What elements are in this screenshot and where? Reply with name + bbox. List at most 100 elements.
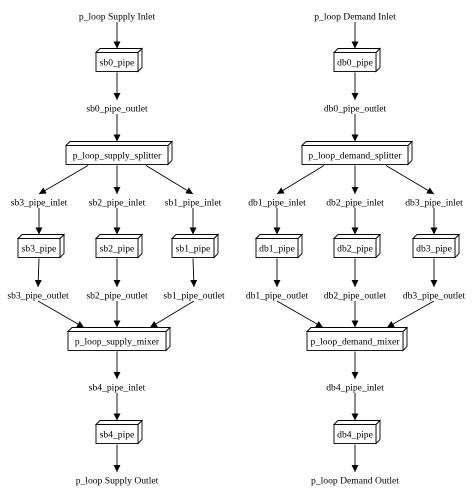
box-front-face [333, 52, 377, 72]
box-front-face [65, 145, 169, 165]
node-label: db4_pipe [337, 430, 373, 441]
box-front-face [412, 238, 456, 258]
port-node: sb4_pipe_inlet [89, 383, 146, 394]
flow-edge [276, 165, 325, 195]
port-node: db2_pipe_inlet [326, 198, 384, 209]
node-label: sb1_pipe [176, 244, 211, 255]
box-top-face [64, 141, 174, 146]
port-node: p_loop Demand Outlet [311, 476, 399, 487]
component-node: db0_pipe [332, 47, 382, 73]
node-label: db2_pipe_inlet [326, 198, 384, 209]
port-node: db0_pipe_outlet [324, 104, 387, 115]
nodes-layer: p_loop Supply Inlet sb0_pipe sb0_pipe_outl… [7, 12, 465, 487]
node-label: p_loop Demand Outlet [311, 476, 399, 487]
component-node: p_loop_demand_mixer [305, 326, 409, 352]
box-top-face [16, 234, 66, 239]
node-label: db2_pipe_outlet [324, 291, 387, 302]
box-front-face [67, 331, 167, 351]
port-node: sb1_pipe_inlet [165, 198, 222, 209]
port-node: db1_pipe_outlet [246, 291, 309, 302]
flow-edge [386, 300, 435, 328]
node-label: db3_pipe_inlet [405, 198, 463, 209]
flow-edge [276, 300, 324, 328]
flow-edge [145, 165, 194, 195]
node-label: p_loop_supply_splitter [73, 151, 162, 162]
component-node: db1_pipe [254, 233, 304, 259]
node-label: db1_pipe_outlet [246, 291, 309, 302]
box-top-face [94, 420, 144, 425]
node-label: sb3_pipe_inlet [11, 198, 68, 209]
box-top-face [170, 234, 220, 239]
flow-edge [37, 300, 85, 328]
box-front-face [95, 238, 139, 258]
node-label: sb2_pipe_inlet [89, 198, 146, 209]
component-node: sb1_pipe [170, 233, 220, 259]
box-top-face [66, 327, 172, 332]
box-top-face [332, 420, 382, 425]
port-node: p_loop Supply Inlet [79, 12, 156, 23]
port-node: sb1_pipe_outlet [163, 291, 225, 302]
box-front-face [301, 145, 409, 165]
node-label: db1_pipe [259, 244, 295, 255]
component-node: db3_pipe [411, 233, 461, 259]
box-top-face [305, 327, 409, 332]
node-label: p_loop Supply Outlet [76, 476, 159, 487]
box-front-face [255, 238, 299, 258]
node-label: db0_pipe [337, 58, 373, 69]
node-label: sb0_pipe [100, 58, 135, 69]
node-label: sb0_pipe_outlet [86, 104, 148, 115]
node-label: sb1_pipe_inlet [165, 198, 222, 209]
component-node: p_loop_supply_splitter [64, 140, 174, 166]
box-front-face [95, 424, 139, 444]
box-front-face [171, 238, 215, 258]
node-label: sb2_pipe [100, 244, 135, 255]
box-front-face [333, 238, 377, 258]
node-label: db3_pipe_outlet [403, 291, 466, 302]
flow-edge [149, 300, 195, 328]
box-front-face [95, 52, 139, 72]
node-label: sb3_pipe_outlet [7, 291, 69, 302]
component-node: p_loop_demand_splitter [300, 140, 414, 166]
component-node: sb4_pipe [94, 419, 144, 445]
box-front-face [17, 238, 61, 258]
box-top-face [94, 234, 144, 239]
node-label: sb3_pipe [22, 244, 57, 255]
node-label: db4_pipe_inlet [326, 383, 384, 394]
port-node: sb3_pipe_inlet [11, 198, 68, 209]
component-node: sb3_pipe [16, 233, 66, 259]
node-label: db0_pipe_outlet [324, 104, 387, 115]
node-label: p_loop Demand Inlet [314, 12, 396, 23]
port-node: db3_pipe_outlet [403, 291, 466, 302]
port-node: p_loop Demand Inlet [314, 12, 396, 23]
node-label: db2_pipe [337, 244, 373, 255]
port-node: sb2_pipe_outlet [86, 291, 148, 302]
box-front-face [333, 424, 377, 444]
node-label: p_loop_demand_mixer [311, 337, 401, 348]
flow-edge [190, 258, 198, 288]
port-node: sb0_pipe_outlet [86, 104, 148, 115]
node-label: sb4_pipe_inlet [89, 383, 146, 394]
port-node: db1_pipe_inlet [248, 198, 306, 209]
component-node: sb0_pipe [94, 47, 144, 73]
node-label: sb2_pipe_outlet [86, 291, 148, 302]
port-node: sb3_pipe_outlet [7, 291, 69, 302]
flow-edge [385, 165, 435, 195]
node-label: sb1_pipe_outlet [163, 291, 225, 302]
box-top-face [94, 48, 144, 53]
node-label: db3_pipe [416, 244, 452, 255]
node-label: sb4_pipe [100, 430, 135, 441]
node-label: p_loop_demand_splitter [308, 151, 402, 162]
component-node: p_loop_supply_mixer [66, 326, 172, 352]
port-node: sb2_pipe_inlet [89, 198, 146, 209]
flow-edge [38, 165, 89, 195]
port-node: db2_pipe_outlet [324, 291, 387, 302]
port-node: db3_pipe_inlet [405, 198, 463, 209]
box-top-face [332, 234, 382, 239]
component-node: db4_pipe [332, 419, 382, 445]
box-top-face [411, 234, 461, 239]
node-label: db1_pipe_inlet [248, 198, 306, 209]
component-node: db2_pipe [332, 233, 382, 259]
box-top-face [254, 234, 304, 239]
flow-edge [34, 258, 42, 288]
